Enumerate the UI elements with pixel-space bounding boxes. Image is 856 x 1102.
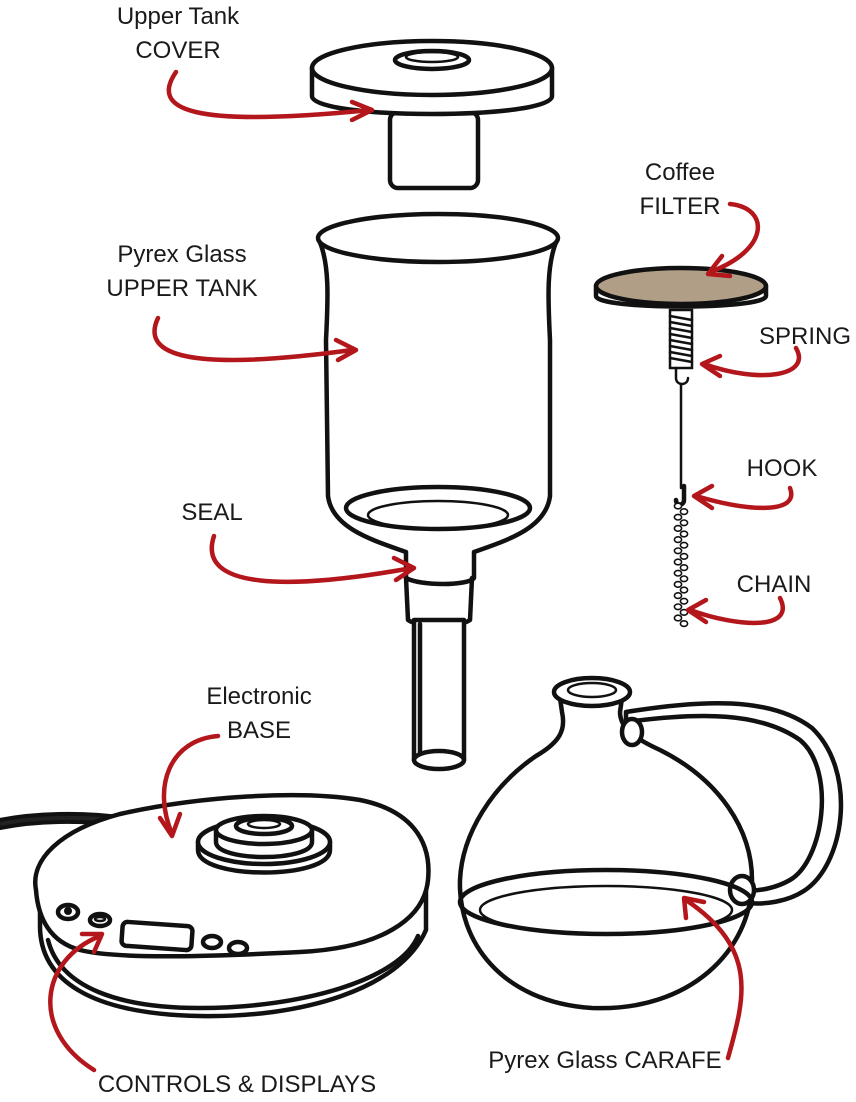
- coffee-filter: [593, 265, 769, 309]
- label-electronic-base: Electronic BASE: [206, 683, 312, 744]
- chain-link: [679, 619, 689, 628]
- seal-arrow: [209, 533, 417, 585]
- label-coffee-filter: Coffee FILTER: [639, 159, 721, 220]
- filter-chain: [673, 502, 689, 628]
- chain-link: [679, 541, 689, 549]
- chain-link: [679, 563, 689, 572]
- chain-link: [673, 614, 683, 622]
- chain-link: [673, 524, 683, 533]
- chain-link: [679, 552, 689, 561]
- label-controls-displays: CONTROLS & DISPLAYS: [97, 1071, 377, 1098]
- cover-arrow: [166, 69, 375, 123]
- chain-link: [679, 519, 689, 527]
- controls-arrow: [48, 931, 105, 1073]
- chain-link: [673, 558, 683, 566]
- upper-tank: [315, 211, 561, 772]
- hook-arrow: [691, 483, 794, 511]
- label-seal: SEAL: [181, 499, 243, 526]
- carafe: [457, 675, 844, 1011]
- chain-link: [673, 580, 683, 589]
- display-panel: [119, 919, 195, 953]
- base-arrow: [157, 733, 221, 839]
- base-controls: [55, 902, 250, 957]
- label-chain: CHAIN: [736, 571, 812, 598]
- filter-hook: [673, 382, 687, 507]
- label-spring: SPRING: [758, 323, 851, 350]
- chain-link: [679, 530, 689, 538]
- chain-link: [679, 575, 689, 583]
- carafe-arrow: [681, 895, 744, 1061]
- spring-arrow: [699, 345, 802, 379]
- chain-link: [673, 513, 683, 521]
- chain-link: [673, 535, 683, 544]
- electronic-base: [0, 792, 431, 1019]
- label-upper-tank-cover: Upper Tank COVER: [116, 3, 240, 64]
- chain-link: [673, 502, 683, 510]
- label-hook: HOOK: [746, 455, 818, 482]
- filter-spring: [668, 308, 694, 386]
- chain-link: [679, 597, 689, 605]
- chain-link: [673, 547, 683, 555]
- chain-link: [679, 508, 689, 516]
- chain-link: [673, 591, 683, 600]
- label-carafe: Pyrex Glass CARAFE: [488, 1047, 722, 1074]
- filter-arrow: [705, 201, 761, 279]
- chain-link: [673, 603, 683, 611]
- upper-tank-arrow: [152, 315, 359, 363]
- upper-tank-cover: [309, 38, 555, 191]
- chain-link: [679, 586, 689, 594]
- label-upper-tank: Pyrex Glass UPPER TANK: [106, 241, 258, 302]
- chain-arrow: [685, 595, 785, 626]
- chain-link: [673, 569, 683, 577]
